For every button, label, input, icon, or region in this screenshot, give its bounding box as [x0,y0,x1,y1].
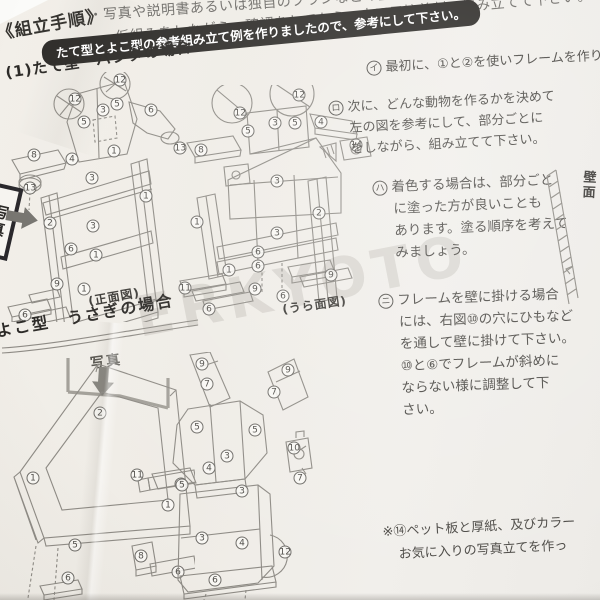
step-ro: ロ次に、どんな動物を作るかを決めて 左の図を参考にして、部分ごとに をしながら、… [328,86,558,161]
circled-part-number-8: 8 [27,148,41,162]
wall-surface-label: 壁面 [579,169,596,201]
circled-part-number-5: 5 [77,115,91,129]
circled-part-number-12: 12 [278,545,292,559]
circled-part-number-9: 9 [281,363,295,377]
circled-part-number-3: 3 [235,484,249,498]
circled-part-number-4: 4 [202,461,216,475]
circled-part-number-13: 13 [173,141,187,155]
circled-part-number-5: 5 [190,420,204,434]
step-ni-line-1: フレームを壁に掛ける場合 [397,286,560,309]
step-marker-ha: ハ [372,180,388,196]
photo-bottom-edge [0,593,600,600]
circled-part-number-5: 5 [175,478,189,492]
rabbit-frame-line-art [13,363,195,600]
circled-part-number-14: 14 [349,138,363,152]
step-marker-ro: ロ [328,100,344,116]
circled-part-number-2: 2 [43,216,57,230]
circled-part-number-8: 8 [194,143,208,157]
circled-part-number-3: 3 [270,226,284,240]
circled-part-number-9: 9 [50,277,64,291]
circled-part-number-9: 9 [324,268,338,282]
circled-part-number-1: 1 [77,282,91,296]
circled-part-number-6: 6 [202,302,216,316]
circled-part-number-7: 7 [267,385,281,399]
circled-part-number-9: 9 [248,282,262,296]
section-divider-curve [0,318,210,358]
circled-part-number-6: 6 [64,242,78,256]
circled-part-number-3: 3 [86,219,100,233]
photo-bracket [58,350,178,420]
circled-part-number-4: 4 [235,536,249,550]
circled-part-number-7: 7 [293,471,307,485]
circled-part-number-1: 1 [139,189,153,203]
circled-part-number-1: 1 [89,248,103,262]
circled-part-number-1: 1 [26,471,40,485]
step-marker-ni: ニ [378,293,394,309]
circled-part-number-6: 6 [61,571,75,585]
wall-line-art [546,169,579,305]
circled-part-number-3: 3 [96,103,110,117]
circled-part-number-3: 3 [85,171,99,185]
circled-part-number-12: 12 [113,73,127,87]
circled-part-number-5: 5 [248,423,262,437]
circled-part-number-10: 10 [287,441,301,455]
circled-part-number-1: 1 [107,144,121,158]
circled-part-number-6: 6 [18,308,32,322]
circled-part-number-6: 6 [251,245,265,259]
circled-part-number-5: 5 [110,97,124,111]
circled-part-number-7: 7 [200,377,214,391]
circled-part-number-3: 3 [268,116,282,130]
circled-part-number-4: 4 [314,115,328,129]
circled-part-number-6: 6 [276,289,290,303]
circled-part-number-5: 5 [68,538,82,552]
circled-part-number-12: 12 [292,88,306,102]
circled-part-number-1: 1 [190,215,204,229]
step-marker-i: イ [366,60,382,76]
circled-part-number-13: 13 [23,181,37,195]
wall-diagram [540,160,600,310]
circled-part-number-12: 12 [233,106,247,120]
circled-part-number-5: 5 [241,124,255,138]
circled-part-number-11: 11 [130,468,144,482]
circled-part-number-6: 6 [144,103,158,117]
circled-part-number-8: 8 [134,549,148,563]
circled-part-number-1: 1 [161,498,175,512]
circled-part-number-5: 5 [288,116,302,130]
circled-part-number-6: 6 [208,573,222,587]
circled-part-number-3: 3 [220,449,234,463]
circled-part-number-3: 3 [270,174,284,188]
circled-part-number-2: 2 [312,206,326,220]
circled-part-number-9: 9 [195,357,209,371]
circled-part-number-1: 1 [222,263,236,277]
circled-part-number-6: 6 [251,259,265,273]
circled-part-number-3: 3 [195,531,209,545]
circled-part-number-4: 4 [65,152,79,166]
circled-part-number-12: 12 [68,92,82,106]
circled-part-number-2: 2 [93,406,107,420]
circled-part-number-11: 11 [178,281,192,295]
